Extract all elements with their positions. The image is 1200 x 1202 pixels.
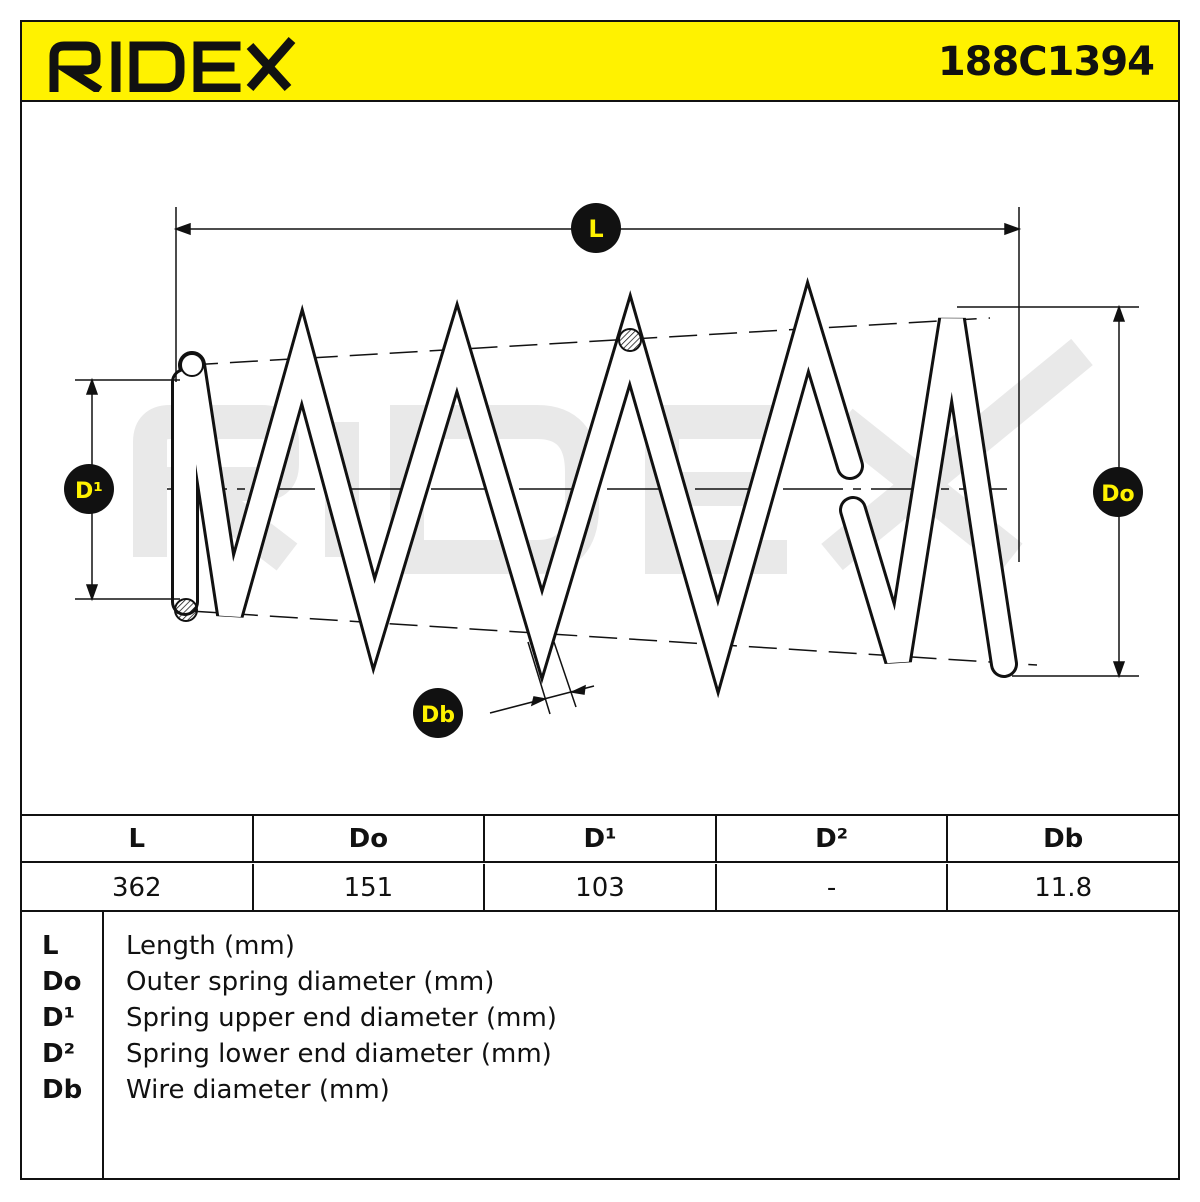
legend-symbol: D¹ — [42, 1003, 75, 1033]
legend-symbol: Do — [42, 967, 82, 997]
spec-value-cell: 11.8 — [1034, 872, 1093, 903]
legend-description: Outer spring diameter (mm) — [126, 967, 495, 997]
legend-item: L Length (mm) — [22, 928, 1178, 964]
spec-value-cell: 151 — [254, 864, 486, 911]
part-number: 188C1394 — [937, 39, 1155, 85]
wire-sections — [174, 328, 642, 622]
length-dimension — [173, 207, 1022, 562]
header-bar: 188C1394 — [22, 22, 1178, 102]
legend-divider — [102, 912, 104, 1178]
legend-item: D¹ Spring upper end diameter (mm) — [22, 1000, 1178, 1036]
spec-header-cell: Db — [1043, 823, 1084, 854]
spring-drawing: L Do D¹ Db — [22, 102, 1178, 814]
legend-description: Wire diameter (mm) — [126, 1075, 390, 1105]
badge-upper-diameter-text: D¹ — [75, 479, 103, 504]
badge-upper-diameter: D¹ — [64, 464, 114, 514]
legend-symbol: D² — [42, 1039, 75, 1069]
legend-item: Do Outer spring diameter (mm) — [22, 964, 1178, 1000]
spec-header-cell: D² — [717, 816, 949, 861]
legend-description: Spring upper end diameter (mm) — [126, 1003, 557, 1033]
legend-symbol: L — [42, 931, 59, 961]
legend: L Length (mm) Do Outer spring diameter (… — [22, 912, 1178, 1178]
wire-diameter-dimension — [489, 641, 595, 715]
badge-length: L — [571, 203, 621, 253]
spec-value-cell: 103 — [485, 864, 717, 911]
badge-wire-diameter: Db — [413, 688, 463, 738]
spec-header-cell: L — [22, 816, 254, 861]
datasheet-frame: 188C1394 — [20, 20, 1180, 1180]
spec-value-cell: 362 — [22, 864, 254, 911]
legend-symbol: Db — [42, 1075, 83, 1105]
legend-description: Length (mm) — [126, 931, 295, 961]
spring-coils — [171, 277, 1018, 699]
badge-length-text: L — [588, 215, 603, 243]
legend-item: Db Wire diameter (mm) — [22, 1072, 1178, 1108]
spec-header-row: L Do D¹ D² Db — [22, 816, 1178, 863]
spec-header-cell: Do — [254, 816, 486, 861]
legend-item: D² Spring lower end diameter (mm) — [22, 1036, 1178, 1072]
badge-outer-diameter-text: Do — [1101, 482, 1134, 507]
ridex-logo — [46, 32, 296, 95]
spec-header-cell: D¹ — [485, 816, 717, 861]
legend-description: Spring lower end diameter (mm) — [126, 1039, 552, 1069]
spec-table: L Do D¹ D² Db 362 151 103 - 11.8 — [22, 814, 1178, 912]
spec-value-row: 362 151 103 - 11.8 — [22, 864, 1178, 911]
badge-outer-diameter: Do — [1093, 467, 1143, 517]
spec-value-cell: - — [717, 864, 949, 911]
badge-wire-diameter-text: Db — [421, 703, 455, 728]
